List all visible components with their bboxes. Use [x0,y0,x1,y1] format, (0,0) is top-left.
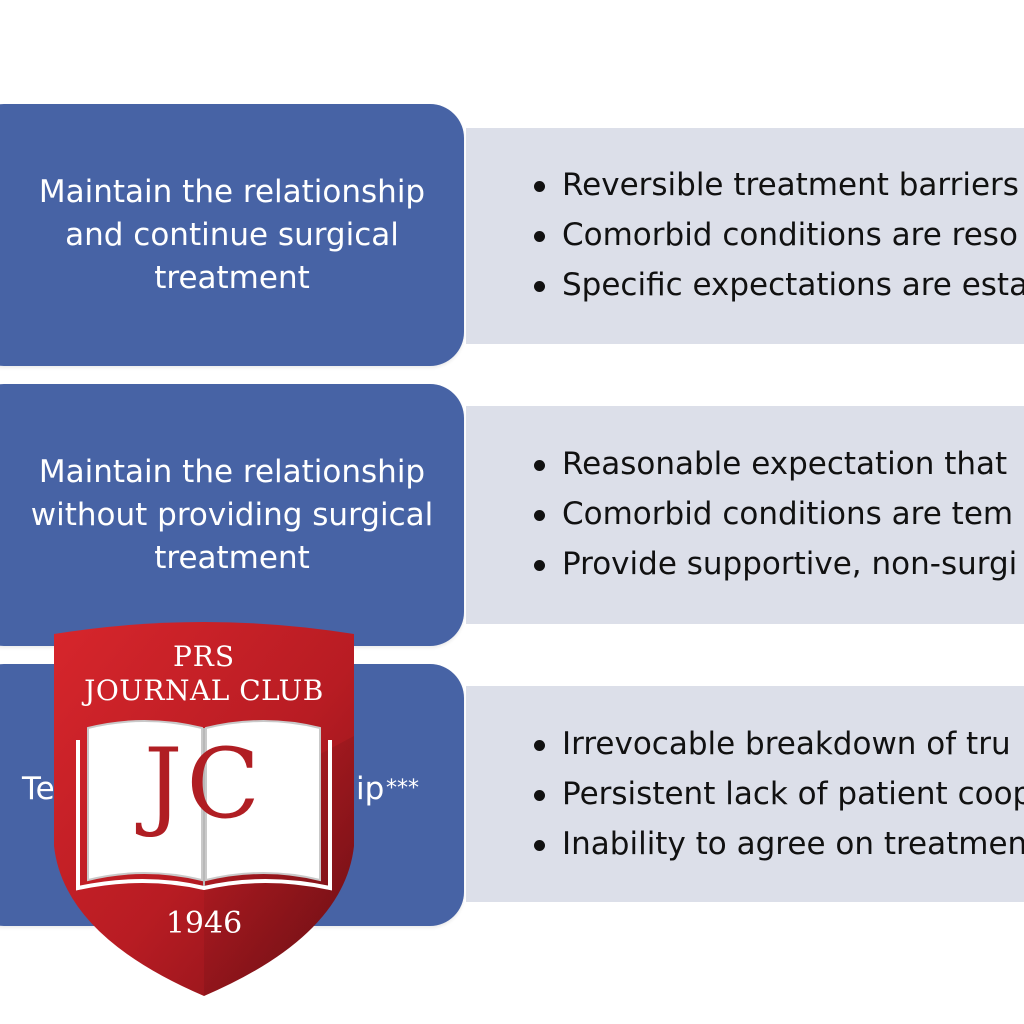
list-item: Inability to agree on treatmen [534,819,1024,869]
row-3-label-left-fragment: Te [22,771,55,807]
row-2-label-box: Maintain the relationship without provid… [0,384,464,646]
prs-journal-club-badge: PRS JOURNAL CLUB JC 1946 [44,616,364,1000]
row-1-label: Maintain the relationship and continue s… [38,173,426,296]
badge-year: 1946 [165,906,243,941]
row-3-criteria-list: Irrevocable breakdown of tru Persistent … [534,719,1024,869]
list-item: Comorbid conditions are reso [534,210,1024,260]
row-2-label: Maintain the relationship without provid… [30,453,434,576]
row-1-criteria-list: Reversible treatment barriers Comorbid c… [534,160,1024,310]
row-3-label-right-fragment: ip [356,771,385,807]
row-2-criteria-list: Reasonable expectation that Comorbid con… [534,439,1017,589]
list-item: Persistent lack of patient coop [534,769,1024,819]
row-3-label-asterisks: *** [386,776,419,801]
badge-title-journal-club: JOURNAL CLUB [84,674,324,707]
list-item: Irrevocable breakdown of tru [534,719,1024,769]
list-item: Specific expectations are esta [534,260,1024,310]
list-item: Reversible treatment barriers [534,160,1024,210]
row-1-criteria-box: Reversible treatment barriers Comorbid c… [466,128,1024,344]
open-book-icon [76,720,332,891]
shield-icon [54,622,354,996]
badge-title-prs: PRS [172,640,236,673]
list-item: Comorbid conditions are tem [534,489,1017,539]
list-item: Provide supportive, non-surgi [534,539,1017,589]
row-1-label-box: Maintain the relationship and continue s… [0,104,464,366]
row-2-criteria-box: Reasonable expectation that Comorbid con… [466,406,1024,624]
list-item: Reasonable expectation that [534,439,1017,489]
badge-monogram: JC [144,728,264,840]
row-3-criteria-box: Irrevocable breakdown of tru Persistent … [466,686,1024,902]
